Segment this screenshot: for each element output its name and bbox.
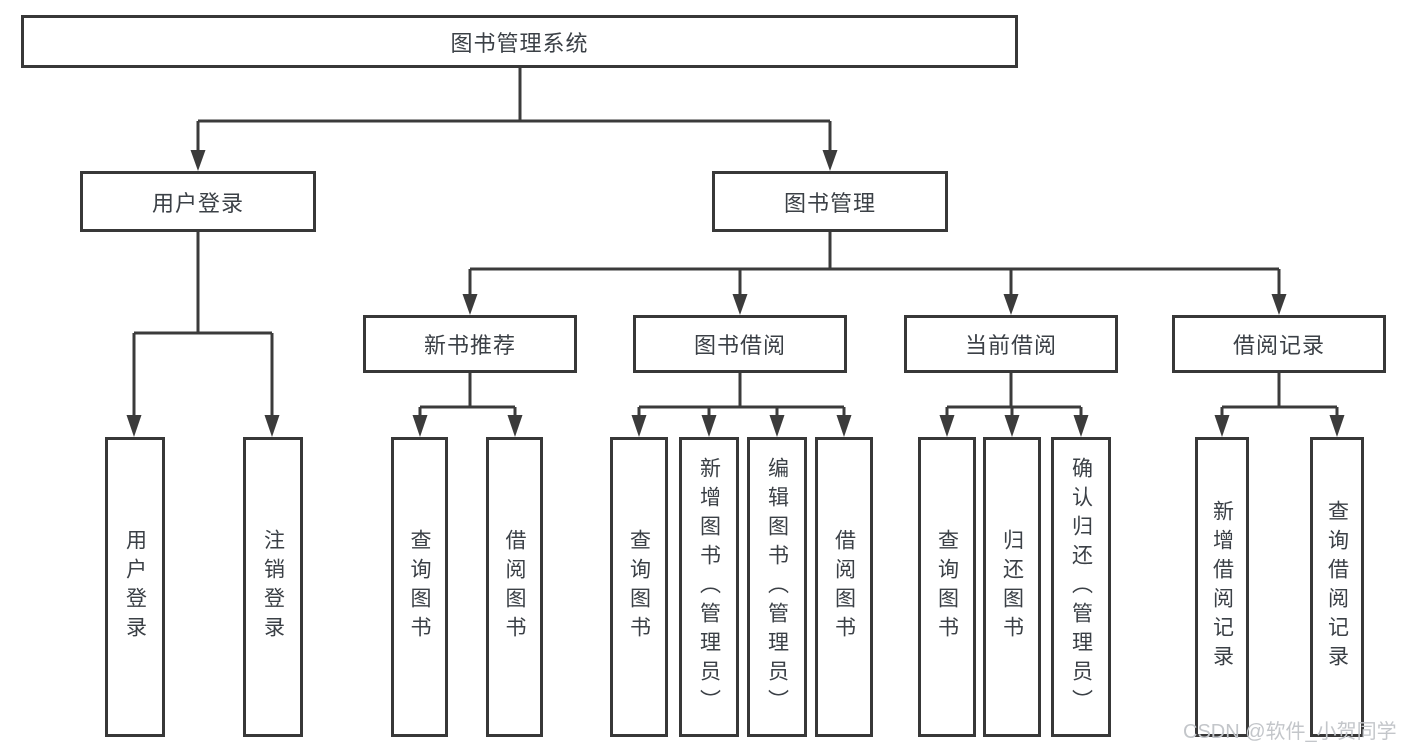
leaf-bb-add-books-admin-label: 新增图书（管理员） (697, 456, 721, 718)
leaf-br-query-record: 查询借阅记录 (1310, 437, 1364, 737)
node-current-borrow: 当前借阅 (904, 315, 1118, 373)
leaf-bb-edit-books-admin: 编辑图书（管理员） (747, 437, 807, 737)
leaf-user-login: 用户登录 (105, 437, 165, 737)
leaf-nb-query-books-label: 查询图书 (408, 529, 431, 645)
leaf-bb-add-books-admin: 新增图书（管理员） (679, 437, 739, 737)
node-new-book-recommend: 新书推荐 (363, 315, 577, 373)
leaf-bb-query-books: 查询图书 (610, 437, 668, 737)
leaf-logout: 注销登录 (243, 437, 303, 737)
leaf-nb-borrow-books-label: 借阅图书 (503, 529, 526, 645)
leaf-nb-query-books: 查询图书 (391, 437, 448, 737)
node-book-management: 图书管理 (712, 171, 948, 232)
node-root: 图书管理系统 (21, 15, 1018, 68)
node-book-borrow: 图书借阅 (633, 315, 847, 373)
leaf-cb-query-books: 查询图书 (918, 437, 976, 737)
leaf-bb-borrow-books-label: 借阅图书 (832, 529, 856, 645)
leaf-nb-borrow-books: 借阅图书 (486, 437, 543, 737)
leaf-cb-confirm-return-admin-label: 确认归还（管理员） (1069, 456, 1093, 718)
csdn-watermark: CSDN @软件_小贺同学 (1183, 721, 1397, 743)
leaf-bb-query-books-label: 查询图书 (627, 529, 651, 645)
leaf-br-query-record-label: 查询借阅记录 (1325, 500, 1349, 674)
leaf-logout-label: 注销登录 (261, 529, 285, 645)
leaf-br-add-record-label: 新增借阅记录 (1210, 500, 1234, 674)
leaf-bb-edit-books-admin-label: 编辑图书（管理员） (765, 456, 789, 718)
leaf-cb-confirm-return-admin: 确认归还（管理员） (1051, 437, 1111, 737)
leaf-cb-query-books-label: 查询图书 (935, 529, 959, 645)
leaf-br-add-record: 新增借阅记录 (1195, 437, 1249, 737)
node-user-login: 用户登录 (80, 171, 316, 232)
node-borrow-records: 借阅记录 (1172, 315, 1386, 373)
leaf-cb-return-books-label: 归还图书 (1000, 529, 1024, 645)
leaf-bb-borrow-books: 借阅图书 (815, 437, 873, 737)
leaf-cb-return-books: 归还图书 (983, 437, 1041, 737)
leaf-user-login-label: 用户登录 (123, 529, 147, 645)
